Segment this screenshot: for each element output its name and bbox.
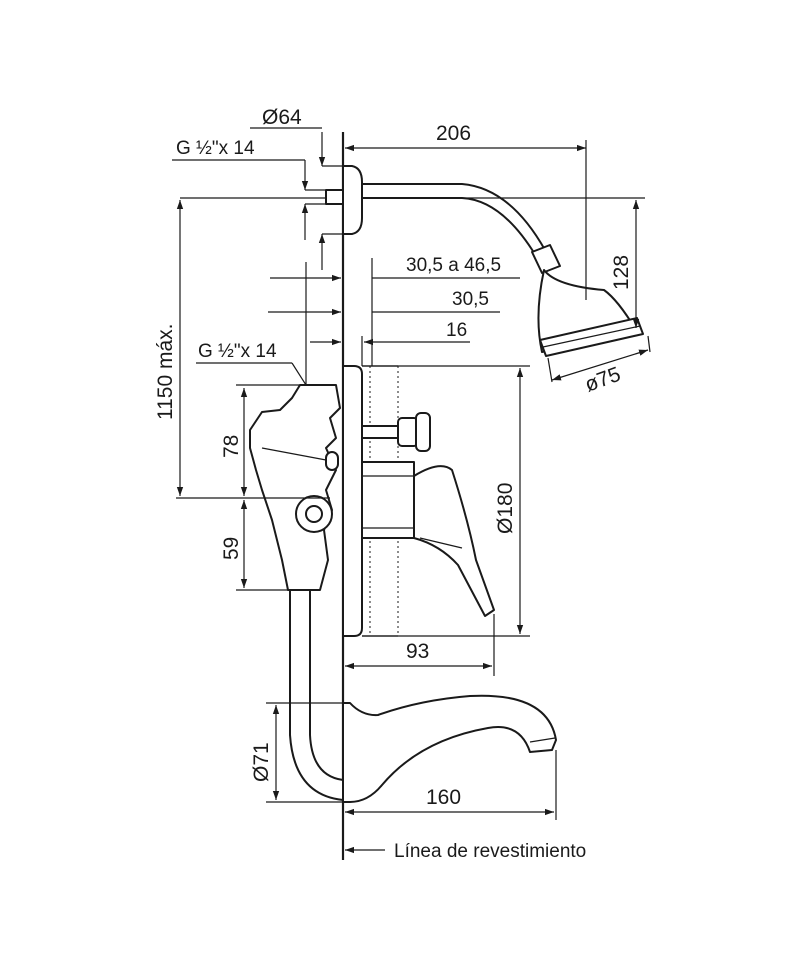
- diverter-knob: [361, 412, 431, 452]
- shower-arm: [325, 165, 546, 257]
- dim-59: 59: [220, 537, 243, 560]
- lever-handle: [361, 461, 495, 617]
- dim-128: 128: [610, 255, 633, 290]
- dim-range-30-46: 30,5 a 46,5: [406, 255, 501, 276]
- finish-line-label: Línea de revestimiento: [394, 841, 586, 862]
- dimension-lines: [172, 127, 651, 854]
- dim-30-5: 30,5: [452, 289, 489, 310]
- mixer-body: [249, 384, 341, 591]
- dim-thread-mid: G ½"x 14: [198, 341, 277, 362]
- shower-head: [531, 244, 644, 357]
- dim-206: 206: [436, 122, 471, 145]
- dim-1150: 1150 máx.: [154, 324, 177, 421]
- dim-16: 16: [446, 320, 467, 341]
- dim-d180: Ø180: [494, 483, 517, 534]
- dim-d71: Ø71: [250, 742, 273, 782]
- dim-d64: Ø64: [262, 106, 302, 129]
- dim-93: 93: [406, 640, 429, 663]
- dim-78: 78: [220, 435, 243, 458]
- dim-160: 160: [426, 786, 461, 809]
- spout-pipe: [289, 589, 344, 801]
- dim-thread-top: G ½"x 14: [176, 138, 255, 159]
- spout: [342, 694, 557, 803]
- dim-d75: ø75: [582, 363, 624, 397]
